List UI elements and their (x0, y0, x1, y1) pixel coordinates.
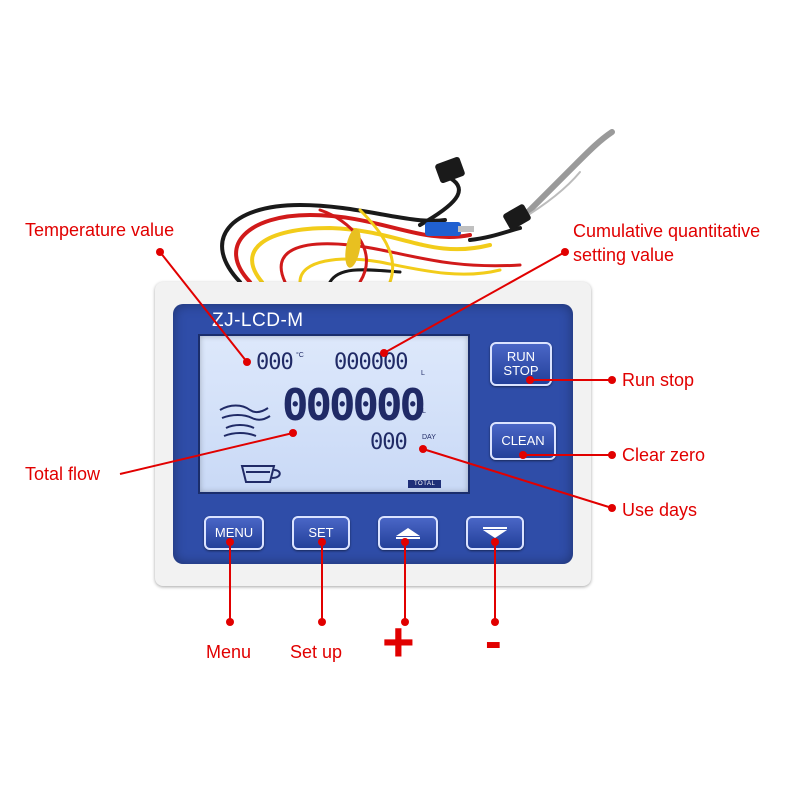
clear-zero-dot-target (519, 451, 527, 459)
label-set-up: Set up (290, 642, 343, 662)
set-label: SET (308, 525, 334, 540)
device-model-label: ZJ-LCD-M (212, 310, 304, 331)
menu-label: MENU (214, 525, 254, 540)
menu-dot-label-end (226, 618, 234, 626)
arrow-down-icon (483, 527, 507, 538)
temperature-readout: 000 (256, 350, 294, 375)
arrow-up-icon (396, 528, 420, 539)
run-stop-label-line1: RUN (506, 349, 536, 364)
use-days-unit: DAY (422, 434, 436, 441)
clear-zero-dot-label-end (608, 451, 616, 459)
label-temperature-value: Temperature value (25, 220, 175, 240)
cup-icon (240, 465, 281, 483)
run-stop-button[interactable]: RUN STOP (490, 342, 552, 386)
minus-dot-target (491, 538, 499, 546)
set-dot-label-end (318, 618, 326, 626)
temperature-unit: °C (296, 352, 304, 359)
plus-dot-label-end (401, 618, 409, 626)
temperature-dot-target (243, 358, 251, 366)
label-minus: - (485, 613, 502, 669)
label-use-days: Use days (622, 500, 698, 520)
use-days-readout: 000 (370, 430, 408, 455)
cumulative-setting-readout: 000000 (334, 350, 408, 375)
cumulative-dot-label-end (561, 248, 569, 256)
label-cumulative-line2: setting value (573, 245, 675, 265)
set-dot-target (318, 538, 326, 546)
total-flow-unit: L (422, 408, 426, 415)
down-button[interactable] (466, 516, 524, 550)
label-plus: + (382, 610, 415, 673)
run-stop-dot-target (526, 376, 534, 384)
clean-label: CLEAN (501, 433, 545, 448)
total-indicator: TOTAL (408, 480, 442, 488)
label-total-flow: Total flow (25, 464, 101, 484)
label-run-stop: Run stop (622, 370, 695, 390)
minus-dot-label-end (491, 618, 499, 626)
plus-dot-target (401, 538, 409, 546)
temperature-dot-label-end (156, 248, 164, 256)
total-flow-dot-target (289, 429, 297, 437)
label-clear-zero: Clear zero (622, 445, 706, 465)
use-days-dot-label-end (608, 504, 616, 512)
total-flow-readout: 000000 (282, 380, 426, 431)
cumulative-unit: L (421, 370, 425, 377)
run-stop-label-line2: STOP (503, 363, 539, 378)
menu-button[interactable]: MENU (204, 516, 264, 550)
faucet-icon (219, 404, 271, 437)
label-menu: Menu (206, 642, 252, 662)
label-cumulative-line1: Cumulative quantitative (573, 221, 761, 241)
cumulative-dot-target (380, 349, 388, 357)
set-button[interactable]: SET (292, 516, 350, 550)
menu-dot-target (226, 538, 234, 546)
run-stop-dot-label-end (608, 376, 616, 384)
use-days-dot-target (419, 445, 427, 453)
clean-button[interactable]: CLEAN (490, 422, 556, 460)
